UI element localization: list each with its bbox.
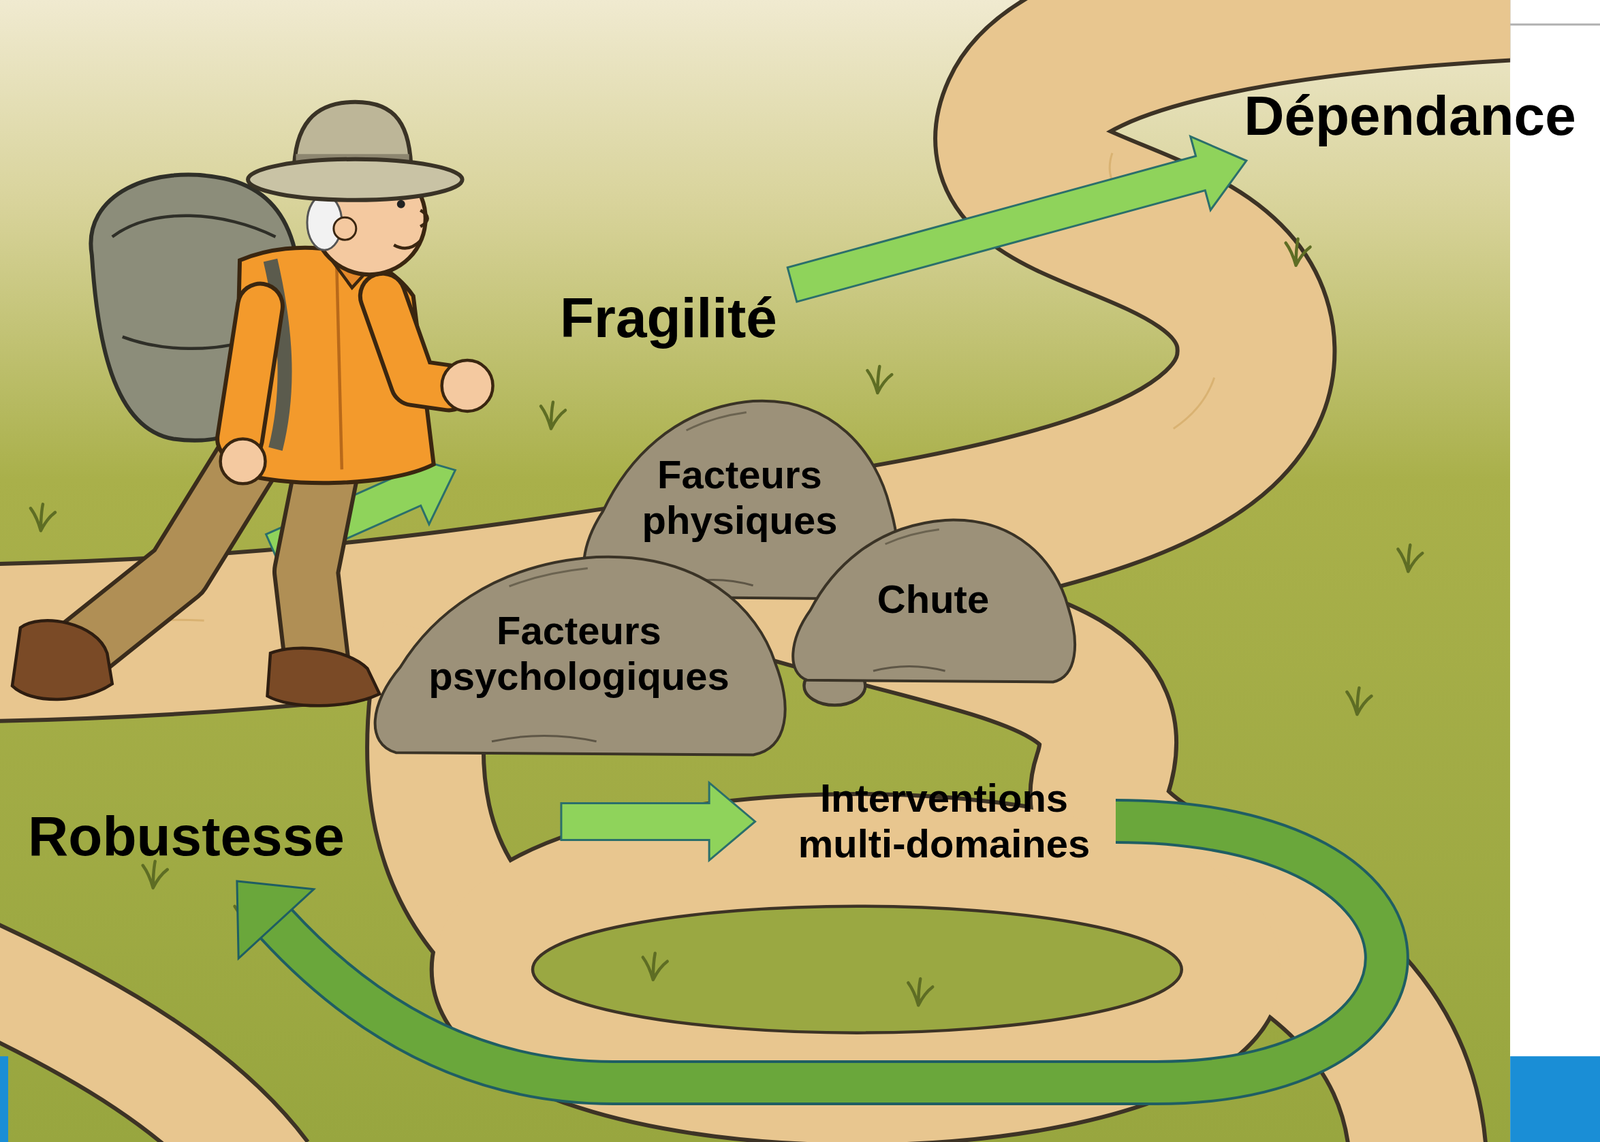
- illustration-part: [1285, 239, 1311, 266]
- intervention-label: Interventions multi-domaines: [779, 770, 1109, 873]
- illustration-part: [12, 620, 113, 700]
- illustration-part: [540, 401, 566, 429]
- road-outline: [0, 0, 1511, 1142]
- rock-crack: [885, 529, 940, 545]
- illustration-part: [333, 217, 357, 240]
- illustration-part: [220, 438, 266, 484]
- illustration-part: [867, 366, 892, 394]
- rock-outline: [792, 520, 1075, 683]
- hiker-figure: [12, 102, 494, 706]
- grass-tufts: [30, 239, 1423, 1006]
- illustration-part: [1397, 544, 1423, 572]
- illustration-part: [420, 210, 428, 227]
- illustration-part: [76, 464, 245, 654]
- rock-box: Chute: [783, 507, 1084, 692]
- illustration-part: [239, 306, 261, 440]
- rock-crack: [873, 666, 946, 672]
- arrow-body: [787, 136, 1247, 302]
- illustration-part: [239, 306, 261, 440]
- green-arrow: [561, 782, 756, 861]
- node-text: Chute: [877, 576, 990, 623]
- illustration-part: [76, 464, 245, 654]
- illustration-part: [489, 852, 1225, 1088]
- illustration-part: [642, 953, 668, 981]
- illustration-part: [267, 648, 380, 707]
- illustration-part: [112, 215, 276, 238]
- node-text: Dépendance: [1243, 83, 1577, 148]
- node-text: Facteurs psychologiques: [415, 608, 743, 699]
- illustration-part: [90, 175, 300, 441]
- stage-label: Robustesse: [19, 798, 353, 875]
- illustration-part: [393, 241, 421, 249]
- illustration-part: [0, 969, 266, 1142]
- node-text: Robustesse: [27, 804, 345, 869]
- node-text: Facteurs physiques: [627, 452, 853, 543]
- node-text: Interventions multi-domaines: [787, 775, 1101, 867]
- rock-crack: [491, 735, 597, 742]
- illustration-part: [397, 200, 406, 209]
- illustration-part: [305, 469, 327, 658]
- illustration-part: [382, 296, 449, 389]
- rock-crack: [686, 412, 747, 431]
- slide-band: [1510, 1056, 1600, 1142]
- illustration-part: [1173, 378, 1215, 430]
- illustration-part: [30, 504, 56, 531]
- stage-label: Dépendance: [1235, 78, 1585, 154]
- rock-box: Facteurs psychologiques: [361, 541, 797, 767]
- slide-band: [0, 1056, 9, 1142]
- illustration-part: [489, 852, 1225, 1088]
- illustration-part: [336, 267, 342, 470]
- road: [0, 0, 1511, 1142]
- illustration-part: [1346, 687, 1372, 715]
- landscape: [0, 0, 1511, 1142]
- illustration-part: [907, 978, 933, 1006]
- illustration-part: [0, 969, 266, 1142]
- node-text: Fragilité: [559, 286, 778, 351]
- arrow-head: [237, 881, 315, 959]
- rock-crack: [509, 568, 588, 587]
- illustration-part: [247, 159, 463, 201]
- rock-outline: [375, 557, 786, 756]
- illustration-part: [442, 360, 494, 412]
- stage-label: Fragilité: [551, 280, 786, 357]
- slide-rule: [1510, 23, 1600, 26]
- illustration-part: [382, 296, 449, 389]
- grass-island: [532, 906, 1182, 1034]
- illustration-part: [305, 469, 327, 658]
- flow-arrow: [787, 136, 1247, 302]
